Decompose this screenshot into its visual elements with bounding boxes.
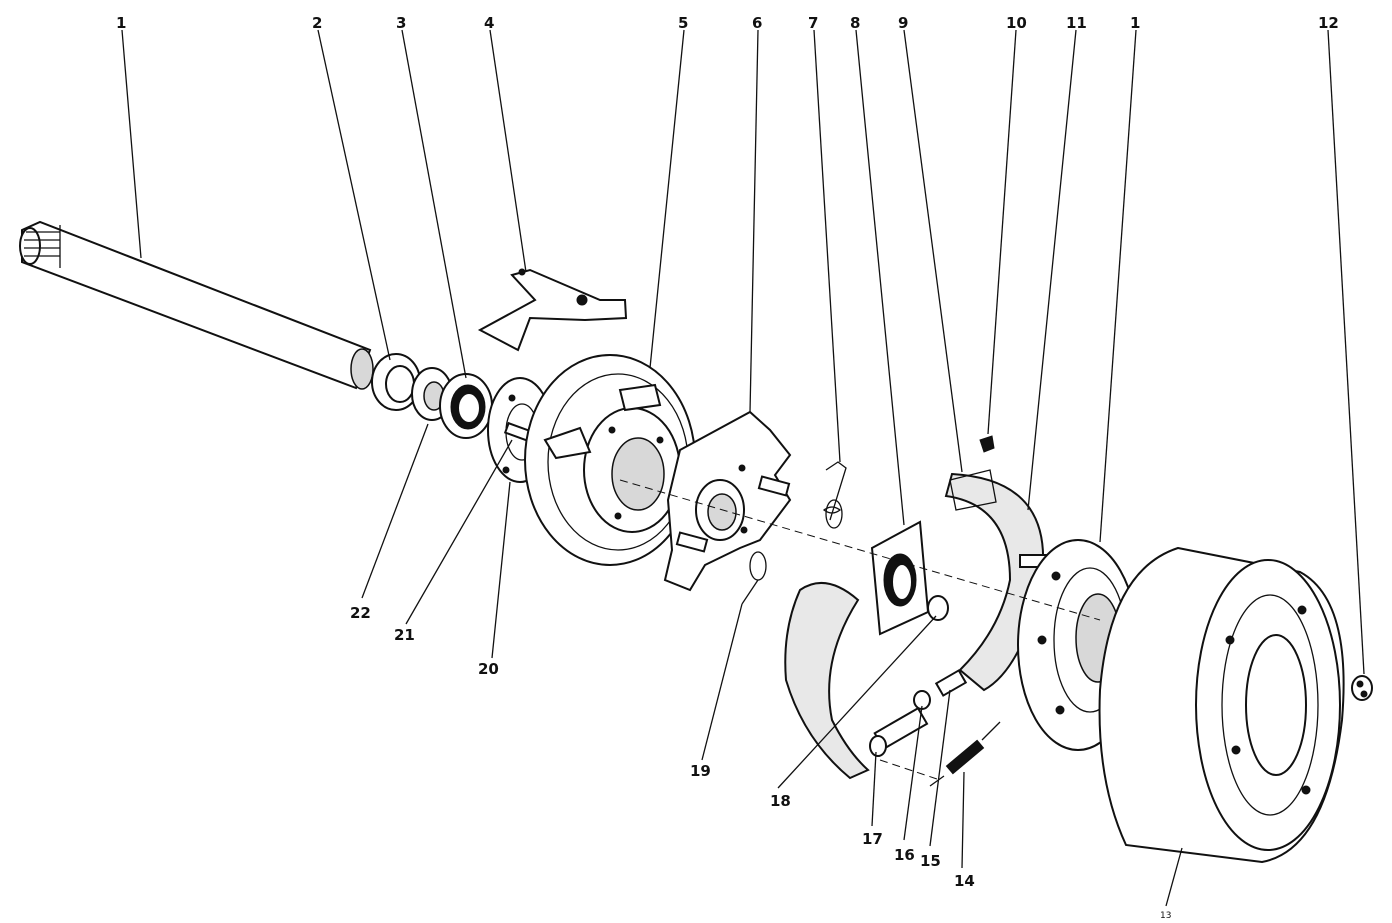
callout-7: 7 xyxy=(808,14,818,32)
callout-8: 8 xyxy=(850,14,860,32)
lug-nut xyxy=(1351,675,1373,701)
adjuster-nut xyxy=(927,595,949,621)
gasket xyxy=(870,520,930,636)
return-spring-lower xyxy=(741,551,767,605)
callout-18: 18 xyxy=(770,792,791,810)
callout-21: 21 xyxy=(394,626,415,644)
brake-lever xyxy=(477,268,628,352)
return-spring-upper xyxy=(822,461,847,529)
brake-drum xyxy=(1098,546,1345,864)
adjuster-coil-spring xyxy=(929,721,1001,787)
anchor-plate xyxy=(663,410,792,592)
callout-3: 3 xyxy=(396,14,406,32)
callout-16: 16 xyxy=(894,846,915,864)
callout-4: 4 xyxy=(484,14,494,32)
callout-9: 9 xyxy=(898,14,908,32)
callout-22: 22 xyxy=(350,604,371,622)
adjuster-pin xyxy=(934,669,968,697)
callout-1-left: 1 xyxy=(116,14,126,32)
callout-17: 17 xyxy=(862,830,883,848)
clip-upper xyxy=(979,435,995,453)
axle-shaft xyxy=(19,220,374,390)
callout-labels: 1 2 3 4 5 6 7 8 9 10 11 1 12 22 21 20 19… xyxy=(116,14,1339,921)
callout-19: 19 xyxy=(690,762,711,780)
callout-11: 11 xyxy=(1066,14,1087,32)
adjuster-screw xyxy=(869,706,929,757)
backing-plate xyxy=(524,354,696,566)
wheel-bearing xyxy=(439,373,493,439)
callout-10: 10 xyxy=(1006,14,1027,32)
callout-1-right: 1 xyxy=(1130,14,1140,32)
front-brake-shoe xyxy=(784,582,870,780)
callout-20: 20 xyxy=(478,660,499,678)
callout-12: 12 xyxy=(1318,14,1339,32)
assembly-axis xyxy=(619,479,1101,781)
callout-6: 6 xyxy=(752,14,762,32)
callout-2: 2 xyxy=(312,14,322,32)
callout-13: 13 xyxy=(1160,911,1171,921)
callout-5: 5 xyxy=(678,14,688,32)
callout-14: 14 xyxy=(954,872,975,890)
callout-15: 15 xyxy=(920,852,941,870)
leader-lines xyxy=(121,29,1365,907)
